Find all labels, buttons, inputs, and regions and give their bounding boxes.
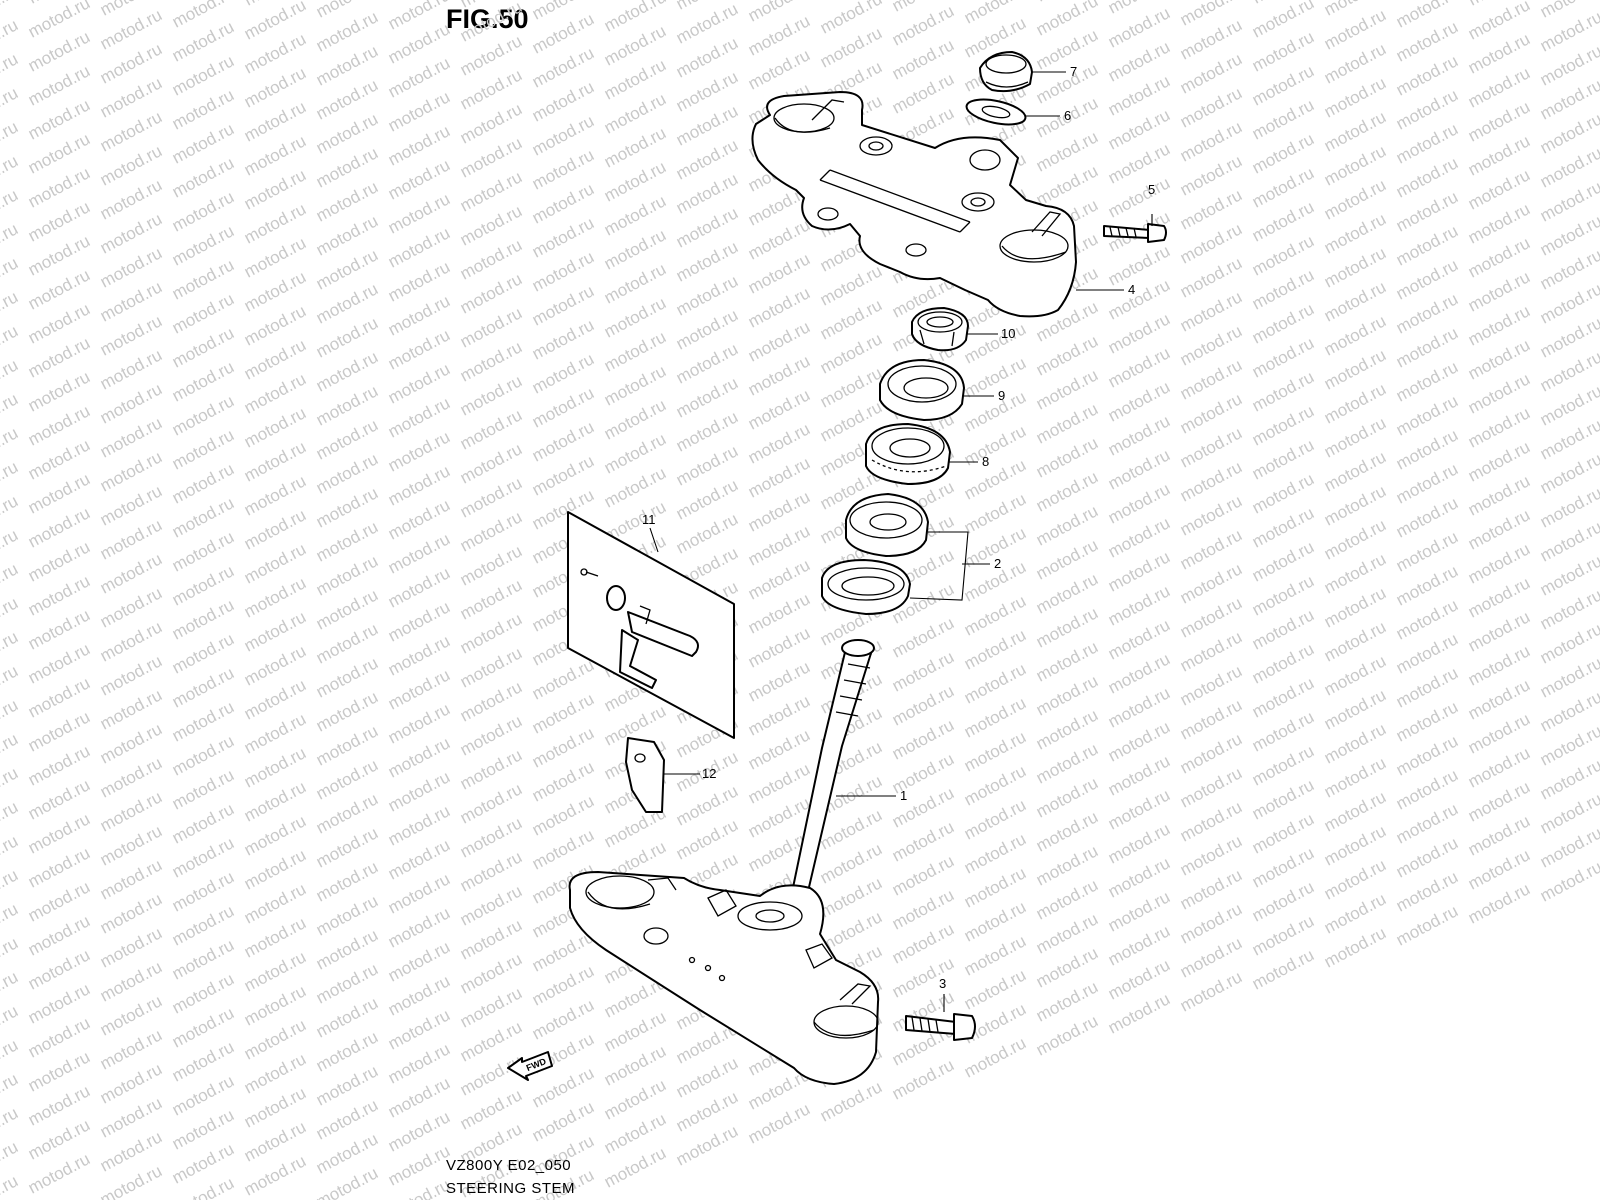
callout-10: 10 bbox=[1001, 326, 1015, 341]
bearing-part bbox=[865, 423, 951, 485]
callout-12: 12 bbox=[702, 766, 716, 781]
bearing-race-lower-part bbox=[821, 559, 911, 615]
callout-6: 6 bbox=[1064, 108, 1071, 123]
model-code: VZ800Y E02_050 bbox=[446, 1157, 572, 1174]
figure-caption: STEERING STEM bbox=[446, 1180, 576, 1197]
cap-nut-part bbox=[979, 51, 1033, 93]
callout-11: 11 bbox=[642, 512, 656, 527]
callout-3: 3 bbox=[939, 976, 946, 991]
callout-8: 8 bbox=[982, 454, 989, 469]
bearing-race-upper-part bbox=[845, 493, 929, 557]
callout-9: 9 bbox=[998, 388, 1005, 403]
callout-7: 7 bbox=[1070, 64, 1077, 79]
callout-4: 4 bbox=[1128, 282, 1135, 297]
figure-title: FIG.50 bbox=[446, 4, 529, 34]
stem-nut-part bbox=[911, 307, 969, 352]
callout-2: 2 bbox=[994, 556, 1001, 571]
dust-seal-part bbox=[879, 359, 965, 421]
callout-5: 5 bbox=[1148, 182, 1155, 197]
watermark-text: motod.ru bbox=[0, 1171, 21, 1200]
callout-1: 1 bbox=[900, 788, 907, 803]
